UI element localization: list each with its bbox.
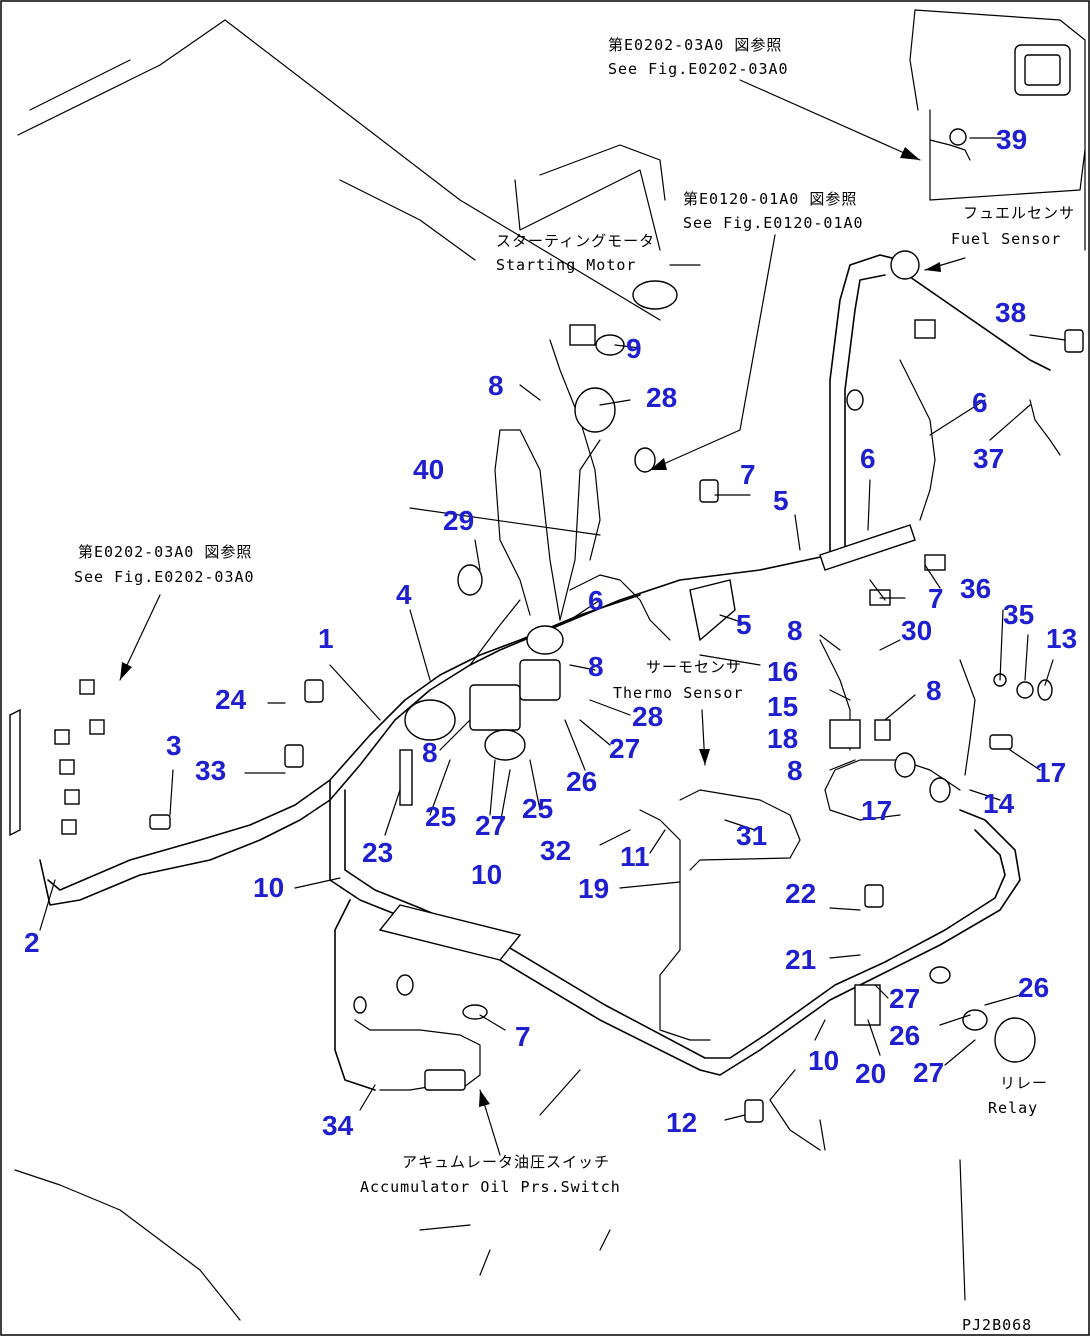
ref-e0202-top-jp: 第E0202-03A0 図参照 [608,36,782,54]
callout-8c: 8 [422,737,438,768]
callout-17a: 17 [1035,757,1066,788]
callout-31: 31 [736,820,767,851]
callout-8e: 8 [926,675,942,706]
callout-5b: 5 [736,609,752,640]
ref-e0202-top-en: See Fig.E0202-03A0 [608,60,789,78]
callout-27a: 27 [475,810,506,841]
callout-8b: 8 [588,651,604,682]
callout-27c: 27 [889,983,920,1014]
callout-19: 19 [578,873,609,904]
callout-39: 39 [996,124,1027,155]
drawing-number: PJ2B068 [962,1316,1032,1334]
callout-24: 24 [215,684,247,715]
callout-34: 34 [322,1110,354,1141]
part-callouts: 1 2 3 4 5 5 6 6 6 7 7 7 8 8 8 8 8 8 9 10… [24,124,1077,1141]
callout-38: 38 [995,297,1026,328]
callout-16: 16 [767,656,798,687]
callout-23: 23 [362,837,393,868]
callout-37: 37 [973,443,1004,474]
callout-28b: 28 [632,701,663,732]
callout-14: 14 [983,788,1015,819]
callout-7b: 7 [928,583,944,614]
annotation-notes: 第E0202-03A0 図参照 See Fig.E0202-03A0 第E012… [74,36,1075,1334]
callout-32: 32 [540,835,571,866]
callout-40: 40 [413,454,444,485]
callout-12: 12 [666,1107,697,1138]
callout-15: 15 [767,691,798,722]
callout-1: 1 [318,623,334,654]
callout-5a: 5 [773,485,789,516]
callout-4: 4 [396,579,412,610]
callout-11: 11 [620,841,650,872]
callout-10c: 10 [808,1045,839,1076]
machine-body-outline [14,9,1086,1321]
callout-27b: 27 [609,733,640,764]
fuel-sensor-jp: フュエルセンサ [963,204,1075,222]
ref-e0120-jp: 第E0120-01A0 図参照 [683,190,857,208]
callout-9: 9 [626,333,642,364]
callout-2: 2 [24,927,40,958]
callout-13: 13 [1046,623,1077,654]
callout-20: 20 [855,1058,886,1089]
callout-29: 29 [443,505,474,536]
ref-e0202-left-en: See Fig.E0202-03A0 [74,568,255,586]
reference-arrows [119,79,966,1156]
ref-e0202-left-jp: 第E0202-03A0 図参照 [78,543,252,561]
callout-8f: 8 [787,755,803,786]
components [9,128,1084,1123]
starting-motor-en: Starting Motor [496,256,636,274]
callout-35: 35 [1003,599,1034,630]
callout-30: 30 [901,615,932,646]
callout-10b: 10 [471,859,502,890]
callout-25b: 25 [522,793,553,824]
accumulator-switch-en: Accumulator Oil Prs.Switch [360,1178,621,1196]
thermo-sensor-jp: サーモセンサ [646,658,742,676]
callout-6a: 6 [588,585,604,616]
callout-26b: 26 [1018,972,1049,1003]
callout-27d: 27 [913,1057,944,1088]
leader-lines [39,137,1066,1121]
callout-21: 21 [785,944,816,975]
callout-17b: 17 [861,795,892,826]
starting-motor-jp: スターティングモータ [496,232,655,250]
fuel-sensor-en: Fuel Sensor [951,230,1061,248]
callout-8a: 8 [488,370,504,401]
callout-26a: 26 [566,766,597,797]
accumulator-switch-jp: アキュムレータ油圧スイッチ [402,1153,610,1171]
callout-6b: 6 [860,443,876,474]
callout-6c: 6 [972,387,988,418]
callout-18: 18 [767,723,798,754]
ref-e0120-en: See Fig.E0120-01A0 [683,214,864,232]
relay-en: Relay [988,1099,1038,1117]
callout-7a: 7 [740,459,756,490]
callout-25a: 25 [425,801,456,832]
callout-33: 33 [195,755,226,786]
relay-jp: リレー [1000,1074,1048,1092]
callout-3: 3 [166,730,182,761]
callout-10a: 10 [253,872,284,903]
callout-28a: 28 [646,382,677,413]
callout-36: 36 [960,573,991,604]
callout-26c: 26 [889,1020,920,1051]
callout-22: 22 [785,878,816,909]
callout-7c: 7 [515,1021,531,1052]
callout-8d: 8 [787,615,803,646]
thermo-sensor-en: Thermo Sensor [613,684,743,702]
